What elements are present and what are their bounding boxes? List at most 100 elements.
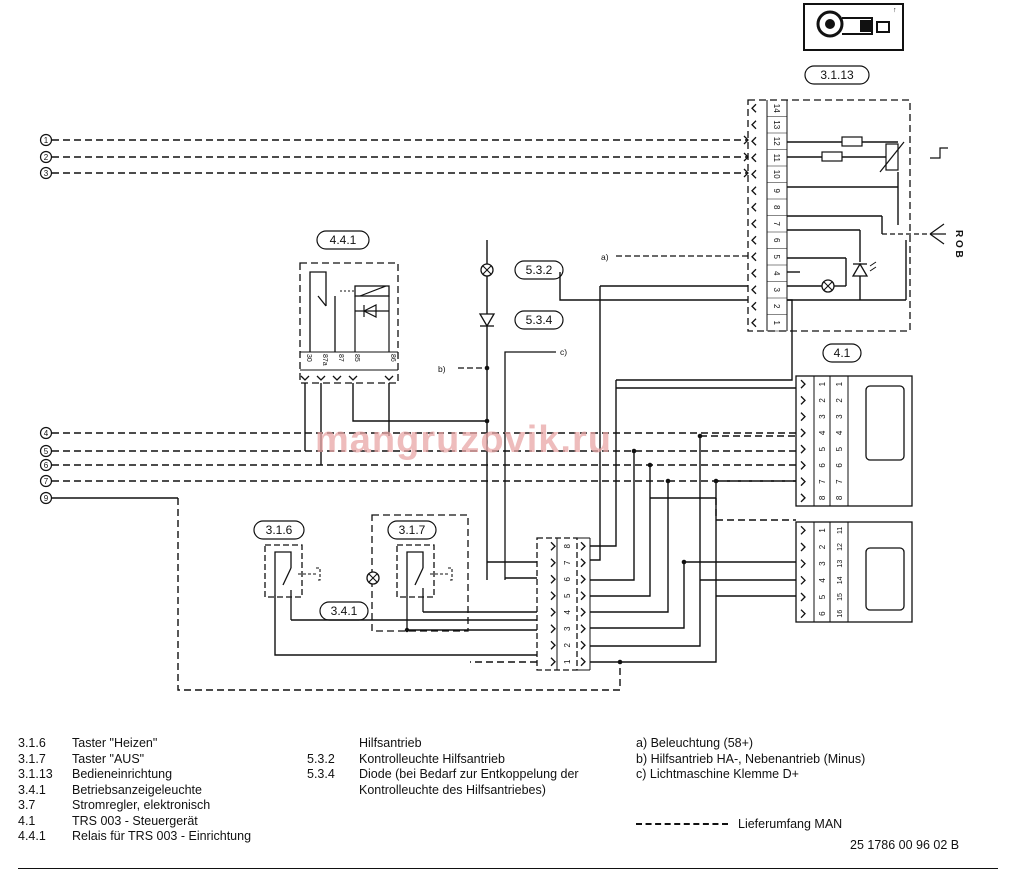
legend-row: Kontrolleuchte des Hilfsantriebes) <box>307 783 579 799</box>
interconnect-wiring <box>274 272 796 663</box>
panel-pin-label: 10 <box>772 170 781 179</box>
panel-pin-label: 8 <box>772 205 781 210</box>
wire-number: 3 <box>44 169 49 178</box>
connector-pin-label: 3 <box>563 626 572 631</box>
relay-pin-label: 87a <box>321 354 328 366</box>
connector-pin-number: 2 <box>818 398 827 403</box>
connector-face-label: 7 <box>835 479 844 484</box>
connector-face-label: 12 <box>837 543 844 551</box>
connector-pin-label: 5 <box>563 593 572 598</box>
relay-pin-label: 86 <box>389 354 396 362</box>
wire-number: 1 <box>44 136 49 145</box>
relay-441-pin-labels: 30 87a 87 85 86 <box>300 354 396 381</box>
dashed-line-sample <box>636 823 728 825</box>
legend-code: 4.4.1 <box>18 829 46 843</box>
bottom-rule <box>18 868 998 869</box>
panel-pin-label: 11 <box>772 154 781 163</box>
connector-pin-number: 6 <box>818 611 827 616</box>
connector-face-label: 1 <box>835 381 844 386</box>
left-input-wires: 1 2 3 4 5 6 7 9 <box>39 133 796 505</box>
legend-code: 5.3.4 <box>307 767 335 781</box>
connector-pin-number: 3 <box>818 561 827 566</box>
panel-pin-label: 14 <box>772 104 781 113</box>
wire-number: 2 <box>44 153 49 162</box>
legend-code <box>307 783 359 799</box>
connector-pin-number: 4 <box>818 430 827 435</box>
connector-face-label: 4 <box>835 430 844 435</box>
legend-text: Stromregler, elektronisch <box>72 798 211 812</box>
label-4-1: 4.1 <box>834 346 851 360</box>
label-3-4-1: 3.4.1 <box>331 604 358 618</box>
connector-pin-number: 5 <box>818 446 827 451</box>
label-5-3-4: 5.3.4 <box>526 313 553 327</box>
component-3-1-6: 3.1.6 <box>253 520 321 620</box>
label-3-1-13: 3.1.13 <box>820 68 854 82</box>
legend-row: c) Lichtmaschine Klemme D+ <box>636 767 865 783</box>
legend-code: 4.1 <box>18 813 36 828</box>
connector-face-label: 5 <box>835 446 844 451</box>
panel-pin-label: 9 <box>772 189 781 194</box>
legend-text: Kontrolleuchte Hilfsantrieb <box>359 751 505 766</box>
connector-face-label: 11 <box>837 527 844 534</box>
legend-row: 3.4.1 Betriebsanzeigeleuchte <box>18 783 251 799</box>
note-b: b) <box>438 364 446 374</box>
connector-face-label: 6 <box>835 463 844 468</box>
legend-text: Hilfsantrieb <box>359 736 422 750</box>
connector-pin-number: 1 <box>818 381 827 386</box>
connector-pin-number: 1 <box>818 528 827 533</box>
panel-pin-label: 7 <box>772 222 781 227</box>
document-number: 25 1786 00 96 02 B <box>850 838 960 852</box>
legend-text: Kontrolleuchte des Hilfsantriebes) <box>359 782 546 797</box>
note-c: c) <box>560 347 567 357</box>
legend-code: 3.4.1 <box>18 782 46 797</box>
connector-face-label: 8 <box>835 495 844 500</box>
legend-text: TRS 003 - Steuergerät <box>72 813 198 828</box>
legend-text: Betriebsanzeigeleuchte <box>72 782 202 797</box>
icon-mark: ↑ <box>893 7 897 14</box>
connector-face-label: 3 <box>835 414 844 419</box>
label-5-3-2: 5.3.2 <box>526 263 553 277</box>
connector-pin-number: 6 <box>818 463 827 468</box>
connector-pin-number: 7 <box>818 479 827 484</box>
connector-face-label: 16 <box>837 610 844 618</box>
legend-text: Bedieneinrichtung <box>72 767 173 781</box>
connector-pin-number: 5 <box>818 594 827 599</box>
wire-number: 6 <box>44 461 49 470</box>
legend-note: b) Hilfsantrieb HA-, Nebenantrieb (Minus… <box>636 751 866 766</box>
label-4-4-1: 4.4.1 <box>330 233 357 247</box>
legend-code <box>307 736 359 752</box>
panel-pin-label: 13 <box>772 120 781 129</box>
legend-code: 3.1.7 <box>18 751 46 766</box>
connector-pin-label: 7 <box>563 560 572 565</box>
legend-text: Taster "Heizen" <box>72 736 158 750</box>
legend-row: Hilfsantrieb <box>307 736 579 752</box>
label-3-1-6: 3.1.6 <box>266 523 293 537</box>
panel-pin-label: 3 <box>772 288 781 293</box>
connector-pin-number: 2 <box>818 544 827 549</box>
relay-pin-label: 85 <box>353 354 360 362</box>
connector-pin-label: 4 <box>563 609 572 614</box>
legend-note: a) Beleuchtung (58+) <box>636 736 754 750</box>
wiring-dashed <box>177 435 796 691</box>
relay-pin-label: 30 <box>305 354 312 362</box>
indicator-column: 5.3.2 5.3.4 b) c) a) <box>438 240 748 580</box>
connector-pin-label: 6 <box>563 576 572 581</box>
relay-pin-label: 87 <box>337 354 344 362</box>
note-a: a) <box>601 252 609 262</box>
panel-pin-label: 4 <box>772 271 781 276</box>
connector-pin-number: 4 <box>818 578 827 583</box>
connector-face-label: 13 <box>837 560 844 568</box>
connector-pin-label: 8 <box>563 543 572 548</box>
wire-junctions <box>484 418 719 665</box>
panel-pin-label: 5 <box>772 255 781 260</box>
legend-text: Diode (bei Bedarf zur Entkoppelung der <box>359 767 579 781</box>
legend-row: 5.3.4 Diode (bei Bedarf zur Entkoppelung … <box>307 767 579 783</box>
